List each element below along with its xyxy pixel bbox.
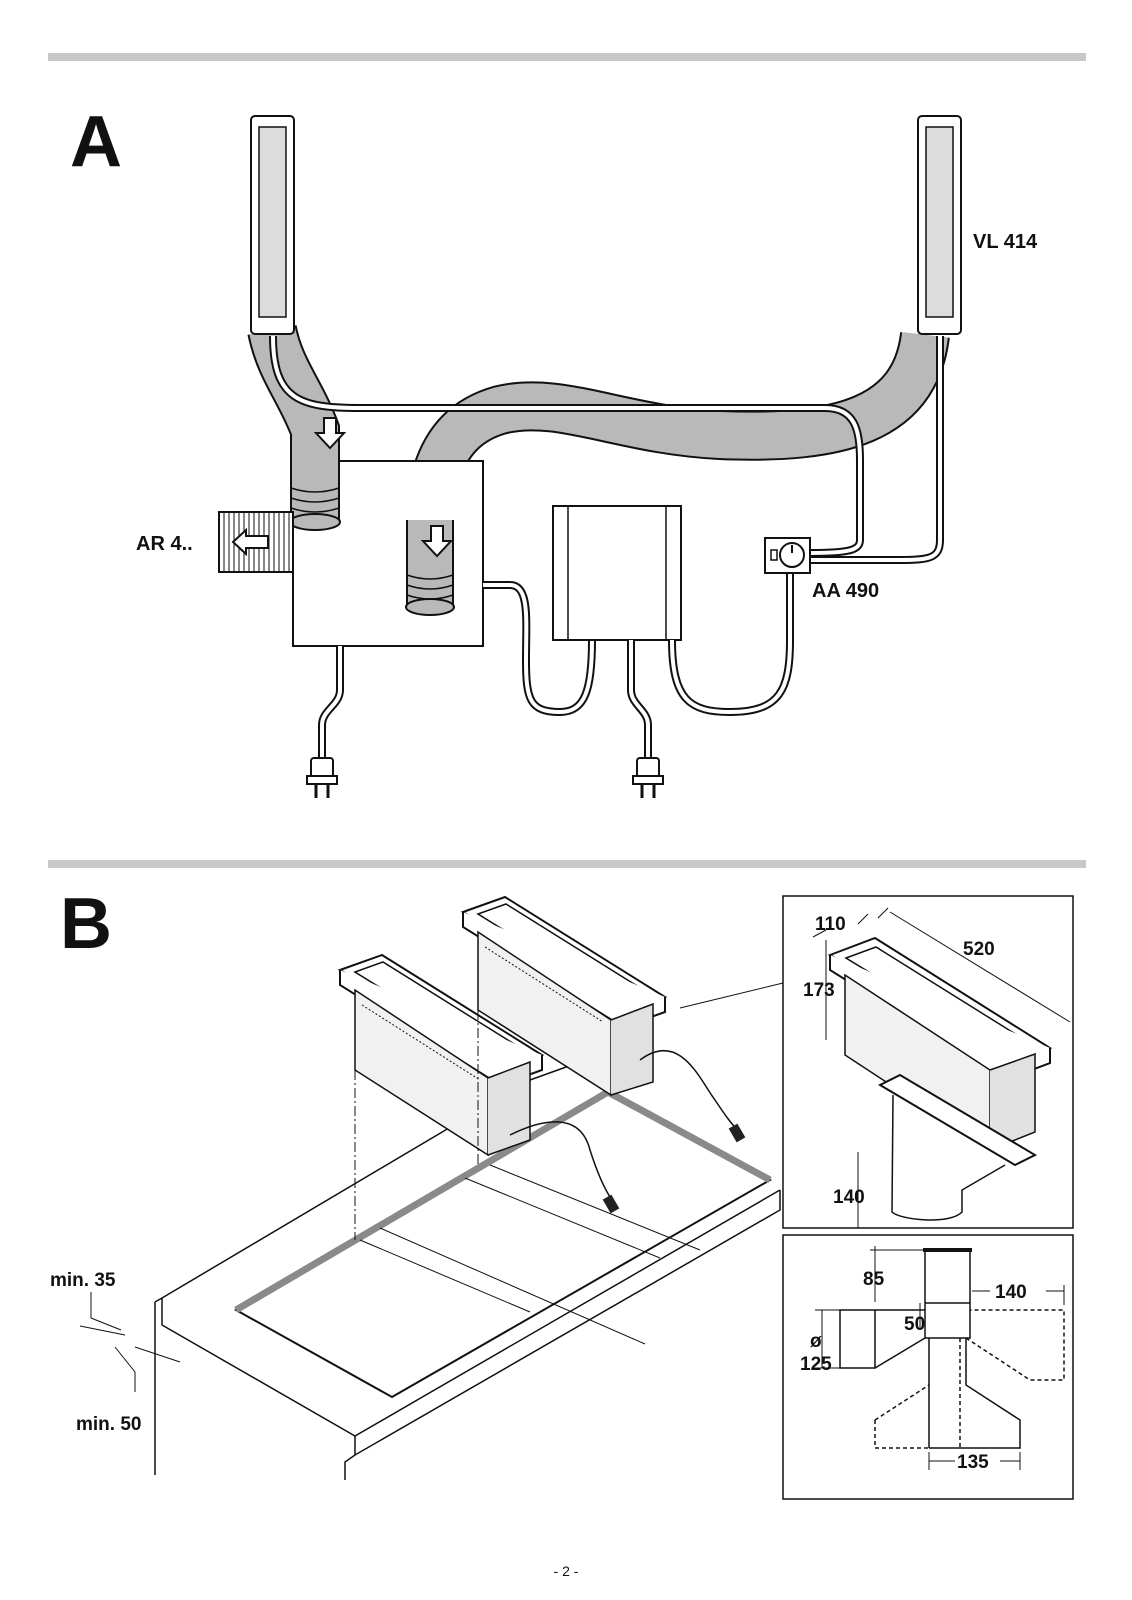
section-a-heading: A xyxy=(70,102,122,182)
dim-width: 110 xyxy=(815,914,846,935)
cable-connector xyxy=(602,1194,620,1214)
vent-unit-label: VL 414 xyxy=(973,231,1038,253)
section-b-divider xyxy=(48,860,1086,868)
dim-bottom-offset: 135 xyxy=(957,1452,989,1473)
dim-length: 520 xyxy=(963,939,995,960)
dim-diameter-symbol: ø xyxy=(810,1331,822,1352)
dim-top-offset: 85 xyxy=(863,1269,885,1290)
dim-adapter-height: 140 xyxy=(833,1187,865,1208)
vent-unit-front xyxy=(337,953,545,1157)
power-plug-icon xyxy=(306,757,338,798)
min-side-label: min. 50 xyxy=(76,1414,141,1435)
detail-bottom-dim-lines xyxy=(815,1246,1065,1470)
vent-unit-right xyxy=(917,115,962,335)
switch-module-label: AA 490 xyxy=(812,580,879,602)
vent-unit-rear xyxy=(460,895,668,1097)
power-plug-icon xyxy=(632,757,664,798)
detail-section-view xyxy=(839,1248,1065,1449)
dim-side-offset: 140 xyxy=(995,1282,1027,1303)
section-a-divider xyxy=(48,53,1086,61)
dim-gap: 50 xyxy=(904,1314,925,1335)
detail-leader xyxy=(679,982,784,1009)
duct-collar-left xyxy=(289,440,341,531)
air-flow-arrow-icon xyxy=(231,527,269,557)
air-flow-arrow-icon xyxy=(420,525,454,558)
control-box xyxy=(552,505,682,641)
cable-connector xyxy=(728,1123,746,1143)
vent-unit-left xyxy=(250,115,295,335)
alignment-lines xyxy=(354,1010,479,1240)
cable-control-switch xyxy=(668,570,794,717)
section-b-heading: B xyxy=(60,884,112,964)
min-dimension-marks xyxy=(79,1292,181,1392)
blower-label: AR 4.. xyxy=(136,533,193,555)
detail-top-dim-lines xyxy=(812,907,1071,1228)
dim-diameter: 125 xyxy=(800,1354,832,1375)
dim-height: 173 xyxy=(803,980,835,1001)
air-flow-arrow-icon xyxy=(313,417,347,450)
rotary-knob-icon xyxy=(770,542,805,568)
detail-duct-adapter xyxy=(877,1073,1038,1221)
air-outlet-grille xyxy=(218,511,294,573)
switch-module xyxy=(764,537,811,574)
min-front-label: min. 35 xyxy=(50,1270,116,1291)
page-number: - 2 - xyxy=(553,1563,579,1579)
vent-cables xyxy=(509,1050,739,1201)
